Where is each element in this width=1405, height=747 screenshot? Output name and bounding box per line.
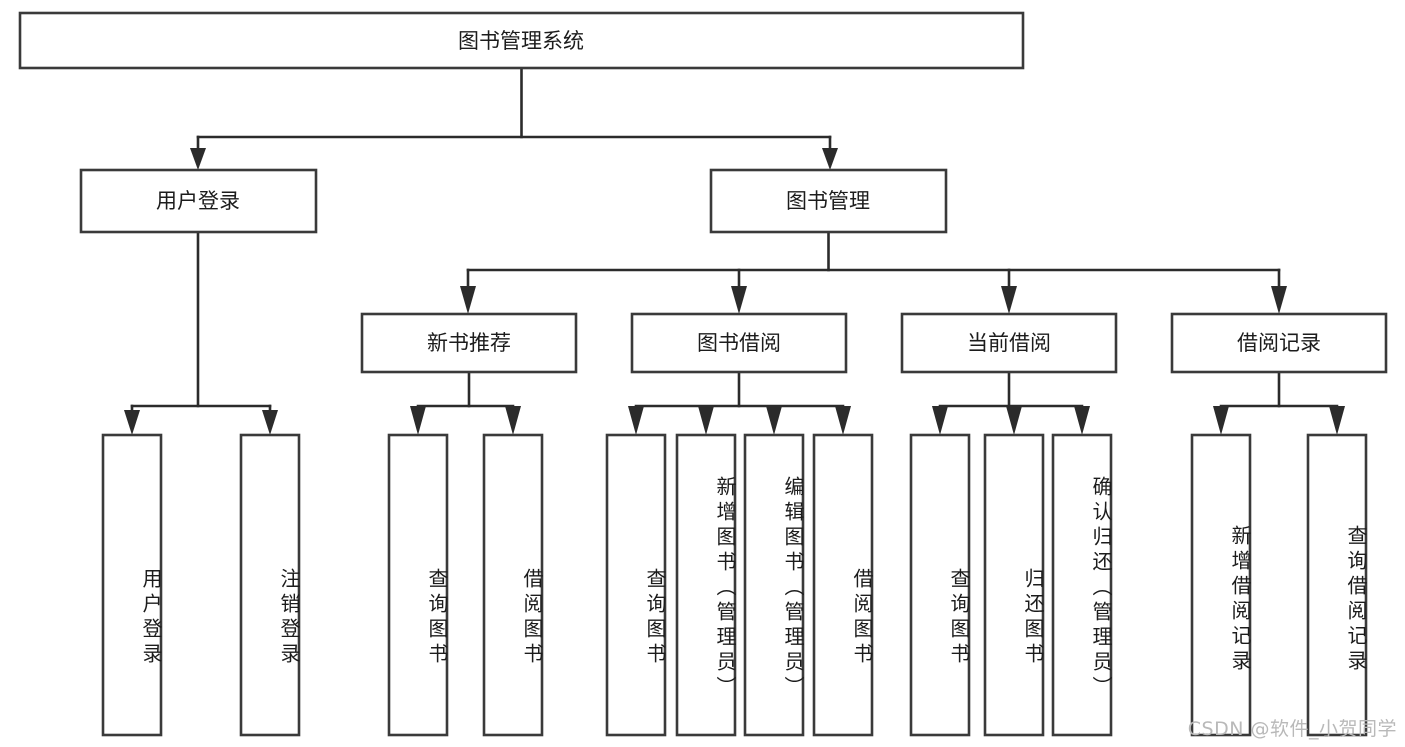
arrow-head-leaf-confirm-return <box>1074 406 1090 435</box>
node-borrow-record-label: 借阅记录 <box>1237 331 1321 355</box>
node-borrow-record-box[interactable] <box>1170 312 1388 374</box>
arrow-head-leaf-add-book <box>698 406 714 435</box>
node-book-borrow[interactable]: 图书借阅 <box>630 312 848 374</box>
leaf-query-record-box[interactable] <box>1306 433 1368 737</box>
node-book-borrow-label: 图书借阅 <box>697 331 781 355</box>
arrow-head-leaf-borrow-book-1 <box>505 406 521 435</box>
node-root-box[interactable] <box>18 11 1025 70</box>
node-root-label: 图书管理系统 <box>458 29 584 53</box>
node-current-borrow-box[interactable] <box>900 312 1118 374</box>
arrow-head-leaf-edit-book <box>766 406 782 435</box>
node-root[interactable]: 图书管理系统 <box>18 11 1025 70</box>
node-new-book-recommend-box[interactable] <box>360 312 578 374</box>
arrow-head-leaf-query-record <box>1329 406 1345 435</box>
node-current-borrow[interactable]: 当前借阅 <box>900 312 1118 374</box>
csdn-watermark: CSDN @软件_小贺同学 <box>1187 718 1397 740</box>
leaf-borrow-book-1-box[interactable] <box>482 433 544 737</box>
node-user-login-box[interactable] <box>79 168 318 234</box>
leaf-query-book-3-box[interactable] <box>909 433 971 737</box>
node-user-login-label: 用户登录 <box>156 189 240 213</box>
leaf-return-book-box[interactable] <box>983 433 1045 737</box>
arrow-head-current-borrow <box>1001 286 1017 314</box>
arrow-head-leaf-query-book-3 <box>932 406 948 435</box>
node-borrow-record[interactable]: 借阅记录 <box>1170 312 1388 374</box>
node-new-book-recommend[interactable]: 新书推荐 <box>360 312 578 374</box>
leaf-add-record-box[interactable] <box>1190 433 1252 737</box>
arrow-head-leaf-add-record <box>1213 406 1229 435</box>
arrow-head-leaf-logout <box>262 410 278 435</box>
arrow-head-leaf-return-book <box>1006 406 1022 435</box>
node-new-book-recommend-label: 新书推荐 <box>427 331 511 355</box>
node-book-management[interactable]: 图书管理 <box>709 168 948 234</box>
arrow-head-leaf-user-login <box>124 410 140 435</box>
node-user-login[interactable]: 用户登录 <box>79 168 318 234</box>
arrow-head-user-login <box>190 148 206 170</box>
leaf-edit-book-box[interactable] <box>743 433 805 737</box>
node-book-borrow-box[interactable] <box>630 312 848 374</box>
leaf-borrow-book-2-box[interactable] <box>812 433 874 737</box>
leaf-add-book-box[interactable] <box>675 433 737 737</box>
leaf-query-book-2-box[interactable] <box>605 433 667 737</box>
arrow-head-borrow-record <box>1271 286 1287 314</box>
arrow-head-leaf-query-book-1 <box>410 406 426 435</box>
node-book-management-box[interactable] <box>709 168 948 234</box>
arrow-head-leaf-borrow-book-2 <box>835 406 851 435</box>
arrow-head-book-borrow <box>731 286 747 314</box>
node-book-management-label: 图书管理 <box>786 189 870 213</box>
leaf-user-login-box[interactable] <box>101 433 163 737</box>
leaf-query-book-1-box[interactable] <box>387 433 449 737</box>
arrow-head-leaf-query-book-2 <box>628 406 644 435</box>
arrow-head-new-book-recommend <box>460 286 476 314</box>
arrow-head-book-management <box>822 148 838 170</box>
leaf-confirm-return-box[interactable] <box>1051 433 1113 737</box>
leaf-box-layer <box>101 433 1368 737</box>
node-current-borrow-label: 当前借阅 <box>967 331 1051 355</box>
connector-layer <box>124 66 1345 435</box>
leaf-logout-box[interactable] <box>239 433 301 737</box>
